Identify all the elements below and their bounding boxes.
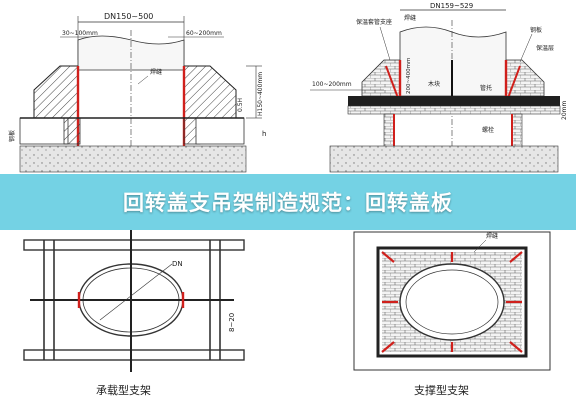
dim-h1: 0.5H	[237, 98, 244, 112]
cover-right	[183, 65, 237, 119]
dim-right-label: 60~200mm	[186, 30, 222, 37]
dim-left-right: 100~200mm	[312, 81, 352, 88]
dn-label: DN	[172, 260, 183, 268]
label-weld-plan: 焊缝	[486, 232, 498, 240]
ground-right	[329, 145, 559, 173]
dim-h3: h	[262, 130, 266, 138]
bottom-right-plan: 焊缝 支撑型支架	[353, 231, 551, 397]
dim-top-label: DN150~500	[104, 12, 153, 21]
dim-left-label: 30~100mm	[62, 30, 98, 37]
label-bolt: 螺栓	[482, 126, 494, 134]
banner-title: 回转盖支吊架制造规范：回转盖板	[123, 191, 453, 215]
label-insul: 保温层	[536, 44, 554, 52]
label-wood: 木块	[428, 80, 440, 88]
right-section: DN159~529 保温套管支座 焊缝 钢板 保温层 100~200mm 200…	[310, 2, 568, 173]
dim-h2: H150~400mm	[257, 72, 264, 116]
dim-top-right: DN159~529	[430, 2, 473, 10]
caption-right: 支撑型支架	[414, 383, 469, 397]
dim-side-label: 8~20	[228, 313, 236, 332]
label-pipe: 管托	[480, 84, 492, 92]
dim-right-right: 20mm	[561, 101, 568, 120]
left-section: DN150~500 30~100mm 60~200mm 焊缝 0.5H H150…	[8, 12, 266, 173]
caption-left: 承载型支架	[96, 383, 151, 397]
title-banner: 回转盖支吊架制造规范：回转盖板	[0, 174, 576, 230]
cover-left	[33, 65, 79, 119]
dim-v: 200~400mm	[406, 58, 412, 94]
label-plate: 钢板	[530, 26, 542, 34]
cover-plate	[348, 96, 560, 106]
pipe-outline-right	[399, 263, 505, 341]
weld-label: 焊缝	[150, 68, 162, 76]
ground-left	[19, 145, 247, 173]
side-label: 钢板	[8, 130, 16, 142]
label-weld-right: 焊缝	[404, 14, 416, 22]
label-pipe-support: 保温套管支座	[356, 18, 392, 26]
bottom-left-plan: DN 8~20 承载型支架	[23, 230, 245, 397]
